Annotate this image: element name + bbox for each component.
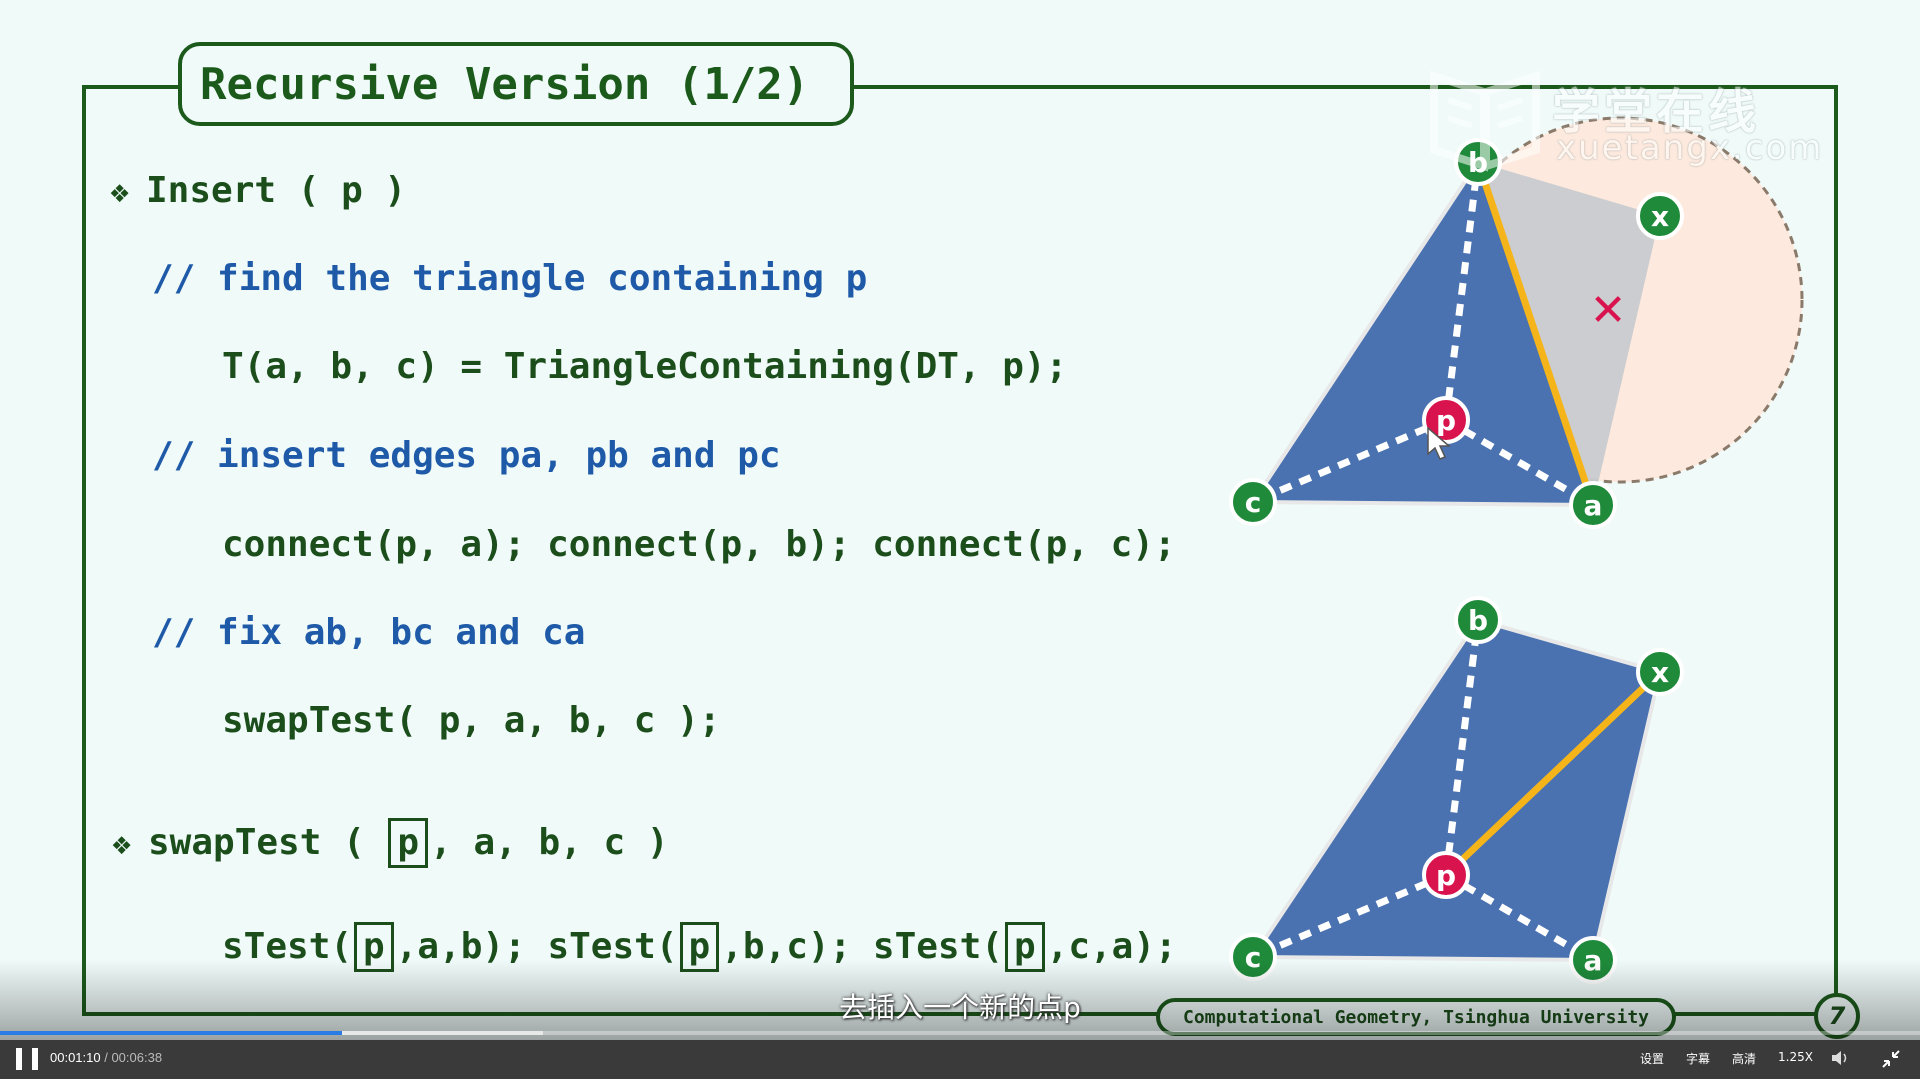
time-display: 00:01:10 / 00:06:38 xyxy=(50,1050,162,1065)
bottom-diagram: b x c a p xyxy=(1229,596,1684,984)
control-bar xyxy=(0,1040,1920,1079)
edge-pc-bottom xyxy=(1251,871,1448,961)
node-p-bottom xyxy=(1422,851,1470,899)
subtitle-caption: 去插入一个新的点p xyxy=(839,991,1081,1024)
code-line-triangle: T(a, b, c) = TriangleContaining(DT, p); xyxy=(222,346,1068,387)
code-line-swaptest-call: swapTest( p, a, b, c ); xyxy=(222,700,721,741)
time-separator: / xyxy=(100,1050,112,1065)
node-b-bottom xyxy=(1454,596,1502,644)
gray-triangle xyxy=(1478,162,1660,505)
code-comment-insert: // insert edges pa, pb and pc xyxy=(152,435,781,476)
pause-icon xyxy=(16,1048,22,1070)
mouse-cursor-icon xyxy=(1427,426,1452,460)
duration: 00:06:38 xyxy=(111,1050,163,1065)
edge-ab xyxy=(1474,160,1597,507)
label-p: p xyxy=(1436,404,1456,437)
edge-pb xyxy=(1442,161,1482,421)
label-c: c xyxy=(1245,486,1262,519)
watermark-cn: 学堂在线 xyxy=(1552,84,1761,140)
watermark: 学堂在线 xuetangx.com xyxy=(1420,66,1824,176)
node-c-top xyxy=(1229,478,1277,526)
pause-button[interactable] xyxy=(16,1046,38,1072)
edge-pa-bottom xyxy=(1444,871,1595,964)
label-a: a xyxy=(1584,489,1603,522)
label-x: x xyxy=(1651,200,1669,233)
slide-title: Recursive Version (1/2) xyxy=(200,58,810,110)
node-x-bottom xyxy=(1636,648,1684,696)
exit-fullscreen-icon[interactable] xyxy=(1880,1048,1902,1070)
code-text-pre: swapTest ( xyxy=(148,822,387,863)
watermark-en: xuetangx.com xyxy=(1556,128,1824,168)
quality-button[interactable]: 高清 xyxy=(1732,1052,1757,1066)
code-line-swaptest-def: ❖ swapTest ( p, a, b, c ) xyxy=(112,818,669,868)
current-time: 00:01:10 xyxy=(50,1050,101,1065)
edge-pb-bottom xyxy=(1442,619,1482,876)
cross-icon: ✕ xyxy=(1590,285,1627,336)
label-c: c xyxy=(1245,941,1262,974)
speed-button[interactable]: 1.25X xyxy=(1778,1050,1813,1064)
volume-icon[interactable] xyxy=(1830,1048,1852,1068)
code-text: Insert ( p ) xyxy=(146,170,407,211)
settings-button[interactable]: 设置 xyxy=(1640,1052,1665,1066)
boxed-p: p xyxy=(388,818,429,868)
edge-px xyxy=(1443,669,1663,878)
label-x: x xyxy=(1651,656,1669,689)
label-a: a xyxy=(1584,944,1603,977)
edge-pa xyxy=(1444,416,1595,509)
node-x-top xyxy=(1636,192,1684,240)
node-a-top xyxy=(1569,481,1617,529)
xuetangx-logo-icon xyxy=(1430,70,1540,172)
code-line-insert: ❖ Insert ( p ) xyxy=(110,170,406,211)
top-diagram: ✕ b x c a p xyxy=(1229,116,1804,529)
title-box: Recursive Version (1/2) xyxy=(178,42,854,126)
label-p: p xyxy=(1436,859,1456,892)
diamond-bullet-icon: ❖ xyxy=(112,824,132,862)
label-b: b xyxy=(1468,604,1488,637)
diamond-bullet-icon: ❖ xyxy=(110,172,130,210)
pause-icon xyxy=(32,1048,38,1070)
progress-bar[interactable] xyxy=(0,1031,1920,1035)
code-line-connect: connect(p, a); connect(p, b); connect(p,… xyxy=(222,524,1176,565)
progress-played xyxy=(0,1031,342,1035)
captions-button[interactable]: 字幕 xyxy=(1686,1052,1711,1066)
code-comment-fix: // fix ab, bc and ca xyxy=(152,612,586,653)
node-p-top xyxy=(1422,396,1470,444)
code-text-post: , a, b, c ) xyxy=(430,822,669,863)
code-comment-find: // find the triangle containing p xyxy=(152,258,868,299)
edge-pc xyxy=(1251,416,1448,506)
